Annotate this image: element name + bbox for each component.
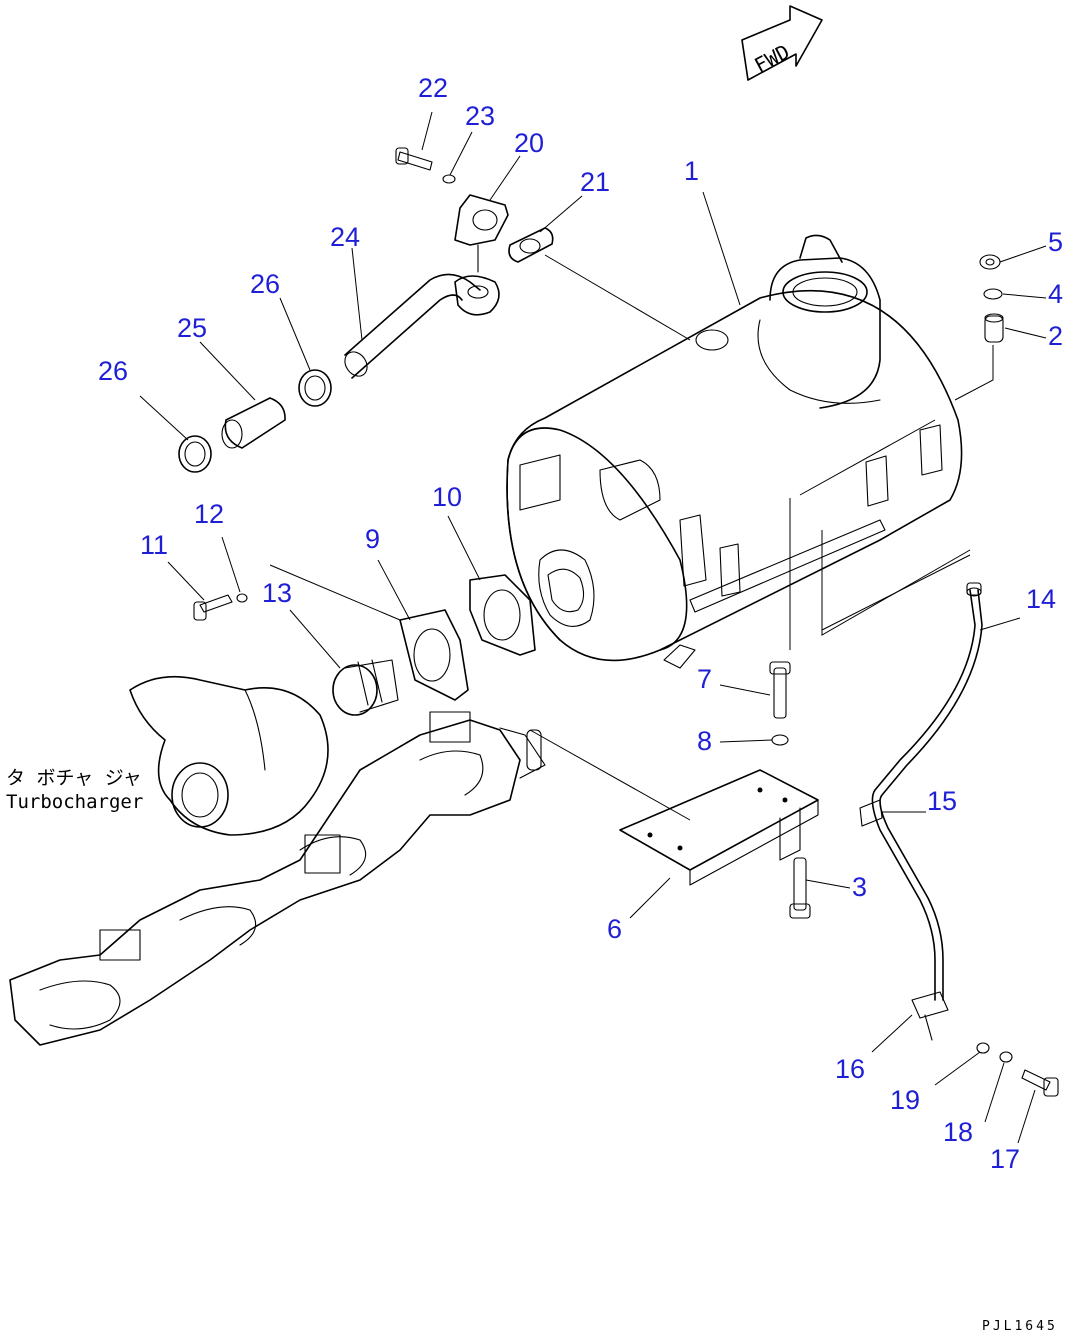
callout-18: 18: [943, 1117, 973, 1147]
bolt-11: [193, 594, 233, 621]
callout-3: 3: [852, 872, 867, 902]
washer-23: [442, 174, 456, 184]
turbocharger: [129, 675, 329, 836]
bolt-17: [1021, 1069, 1059, 1097]
callout-21: 21: [580, 167, 610, 197]
washer-8: [771, 734, 789, 746]
clamp-26-lower: [178, 435, 212, 473]
callout-1: 1: [684, 156, 699, 186]
elbow-20: [454, 194, 509, 273]
leader-lines: [139, 111, 1047, 1144]
turbocharger-label-jp: タ ボチャ ジャ: [6, 767, 142, 789]
callout-7: 7: [697, 664, 712, 694]
bellows-13: [332, 659, 399, 716]
clamp-15: [859, 799, 883, 827]
exhaust-pipe-24: [344, 273, 500, 379]
callout-14: 14: [1026, 584, 1056, 614]
callout-19: 19: [890, 1085, 920, 1115]
washer-19: [976, 1042, 990, 1054]
callout-25: 25: [177, 313, 207, 343]
washer-12: [236, 593, 248, 603]
bolt-7: [769, 661, 791, 719]
callout-10: 10: [432, 482, 462, 512]
spacer-2: [984, 313, 1004, 343]
gasket-21: [508, 227, 554, 263]
muffler-body: [506, 234, 963, 669]
callout-6: 6: [607, 914, 622, 944]
hose-25: [221, 397, 286, 449]
gasket-10: [469, 574, 536, 656]
callout-20: 20: [514, 128, 544, 158]
nut-5: [979, 254, 1001, 270]
callouts: 1 2 3 4 5 6 7 8 9 10 11 12 13 14 15 16 1…: [98, 73, 1063, 1174]
callout-23: 23: [465, 101, 495, 131]
callout-13: 13: [262, 578, 292, 608]
drawing-code: PJL1645: [982, 1319, 1058, 1334]
exhaust-manifold: [9, 711, 546, 1046]
callout-17: 17: [990, 1144, 1020, 1174]
callout-4: 4: [1048, 279, 1063, 309]
flange-9: [399, 609, 469, 701]
turbocharger-label-en: Turbocharger: [6, 791, 143, 813]
fwd-arrow-icon: FWD: [741, 5, 823, 81]
callout-16: 16: [835, 1054, 865, 1084]
callout-5: 5: [1048, 227, 1063, 257]
callout-12: 12: [194, 499, 224, 529]
washer-4: [983, 288, 1003, 300]
clamp-26-upper: [298, 369, 332, 407]
callout-26-lower: 26: [98, 356, 128, 386]
callout-2: 2: [1048, 321, 1063, 351]
callout-8: 8: [697, 726, 712, 756]
bracket-6: [619, 769, 819, 886]
washer-18: [999, 1051, 1013, 1063]
bolt-3: [789, 857, 811, 919]
bolt-22: [395, 147, 433, 171]
callout-15: 15: [927, 786, 957, 816]
callout-26-upper: 26: [250, 269, 280, 299]
callout-22: 22: [418, 73, 448, 103]
bracket-16: [911, 991, 949, 1041]
callout-9: 9: [365, 524, 380, 554]
fwd-label: FWD: [750, 39, 793, 77]
callout-24: 24: [330, 222, 360, 252]
callout-11: 11: [140, 530, 168, 560]
